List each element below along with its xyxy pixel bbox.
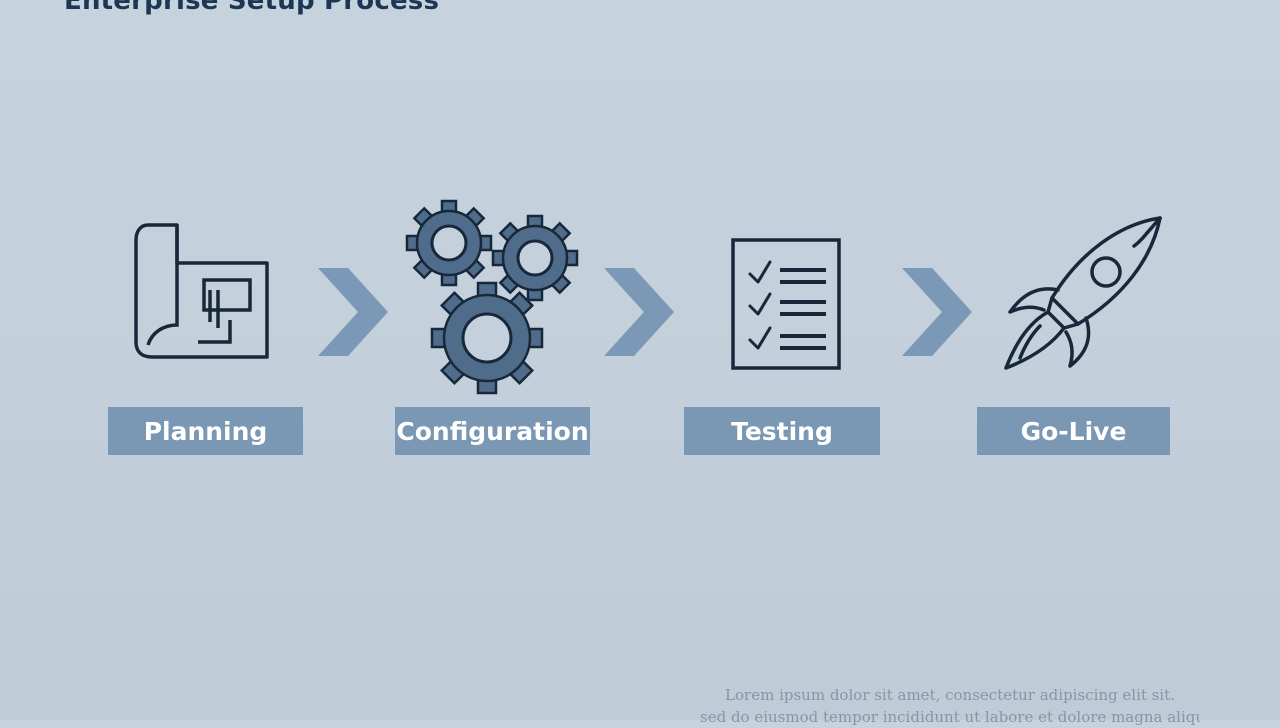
- footer-line-1: Lorem ipsum dolor sit amet, consectetur …: [725, 686, 1175, 704]
- chevron-right-icon: [318, 268, 388, 356]
- step-label-planning: Planning: [108, 407, 303, 455]
- checklist-icon: [731, 238, 841, 370]
- chevron-right-icon: [604, 268, 674, 356]
- chevron-right-icon: [902, 268, 972, 356]
- gears-icon: [405, 199, 579, 395]
- footer-text: Lorem ipsum dolor sit amet, consectetur …: [700, 684, 1200, 728]
- step-label-go-live: Go-Live: [977, 407, 1170, 455]
- step-label-testing: Testing: [684, 407, 880, 455]
- step-label-configuration: Configuration: [395, 407, 590, 455]
- rocket-icon: [1004, 216, 1162, 370]
- page-title: Enterprise Setup Process: [64, 0, 440, 16]
- footer-line-2: sed do eiusmod tempor incididunt ut labo…: [700, 708, 1200, 726]
- blueprint-icon: [134, 223, 269, 359]
